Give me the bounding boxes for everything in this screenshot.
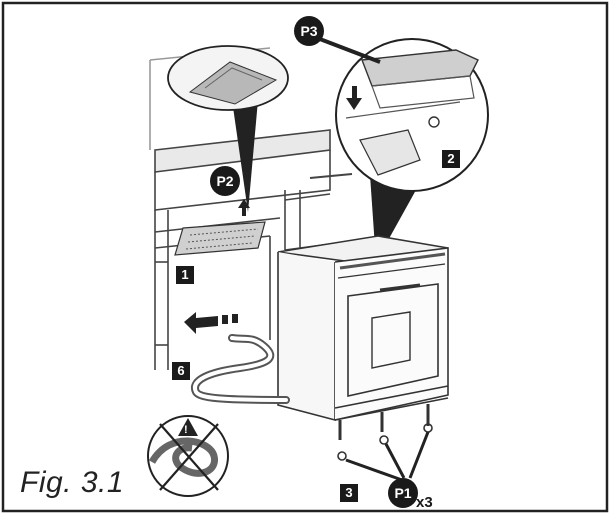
arrow-down-icon [346, 86, 362, 110]
warning-triangle-icon [178, 418, 198, 436]
warning-symbol: ! [184, 424, 188, 436]
multiplier-label: x3 [416, 494, 433, 511]
detail-callout-grille [167, 45, 289, 212]
p3-leader [311, 34, 381, 64]
step-label-2: 2 [442, 150, 460, 168]
step-label-1: 1 [176, 266, 194, 284]
part-label-p1: P1 [388, 478, 418, 508]
step-label-3: 3 [340, 484, 358, 502]
part-label-p2: P2 [210, 166, 240, 196]
dishwasher [277, 235, 449, 461]
vent-grille [174, 221, 266, 256]
arrow-up-icon [238, 199, 250, 216]
figure-caption: Fig. 3.1 [20, 466, 125, 499]
part-label-p3: P3 [294, 16, 324, 46]
p1-leaders [345, 431, 430, 482]
arrow-insert-icon [184, 312, 238, 334]
step-label-6: 6 [172, 362, 190, 380]
no-kink-warning [147, 415, 229, 497]
